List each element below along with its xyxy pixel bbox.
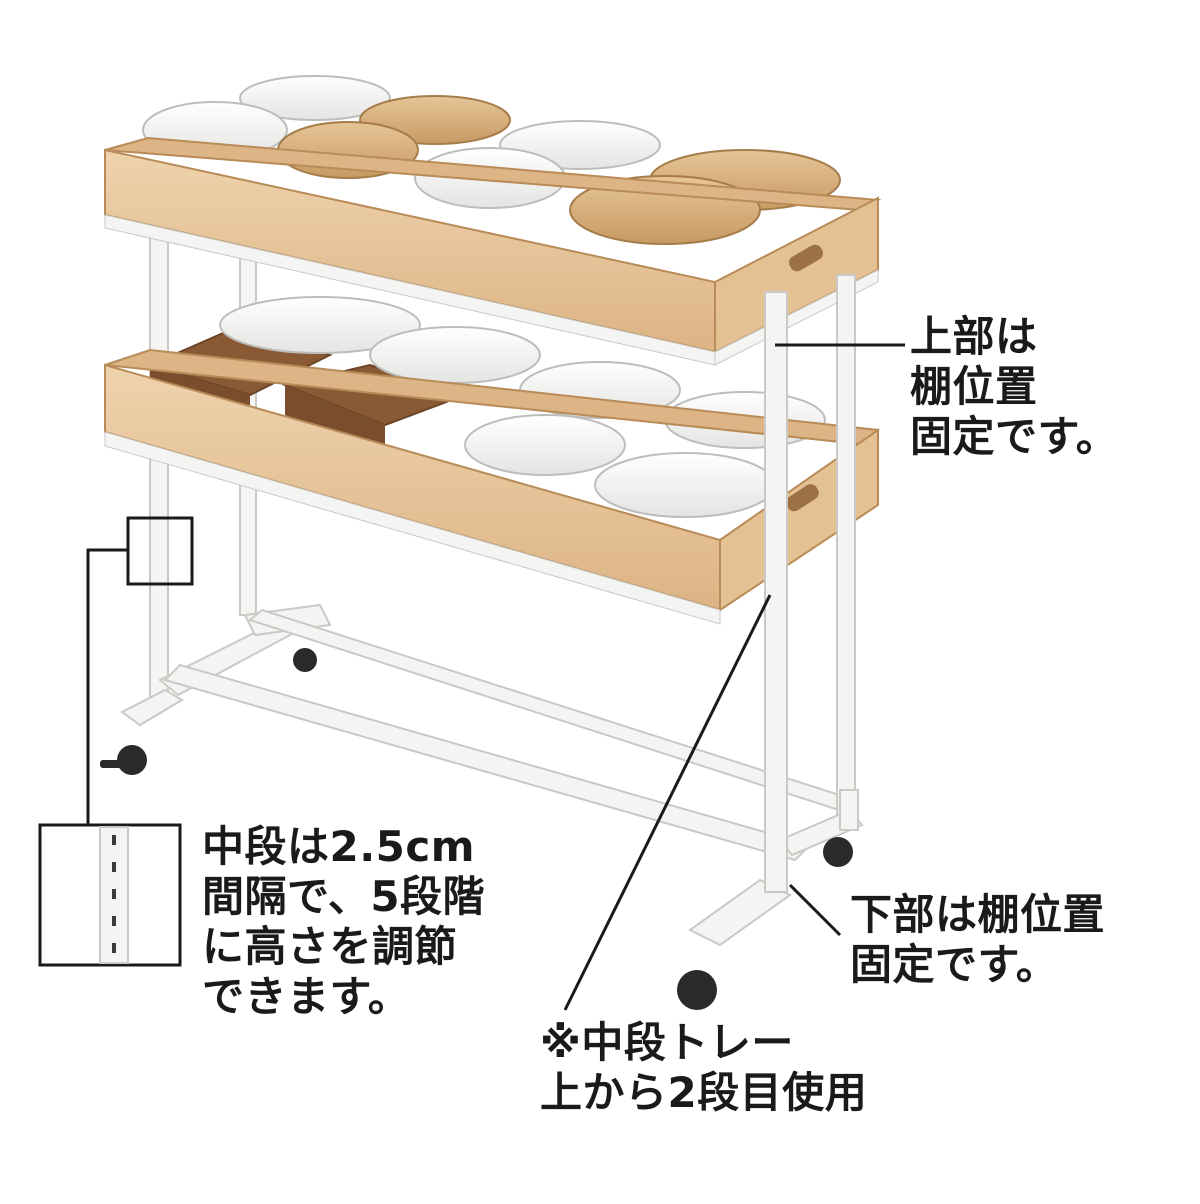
casters (100, 648, 853, 1010)
top-caption-line: 固定です。 (910, 411, 1119, 461)
middle-leader-line (86, 548, 128, 825)
top-fixed-caption: 上部は 棚位置 固定です。 (910, 312, 1118, 462)
bottom-fixed-caption: 下部は棚位置 固定です。 (850, 890, 1105, 990)
note-line: 上から2段目使用 (540, 1067, 868, 1117)
upper-tray (104, 75, 882, 366)
middle-caption-line: できます。 (202, 971, 411, 1021)
middle-caption-line: に高さを調節 (202, 921, 458, 971)
note-leader-line (563, 594, 772, 1011)
middle-adjust-caption: 中段は2.5cm 間隔で、5段階 に高さを調節 できます。 (202, 822, 485, 1022)
bottom-caption-line: 下部は棚位置 (850, 890, 1106, 939)
top-caption-line: 上部は (910, 312, 1038, 361)
right-foot (688, 878, 792, 947)
note-line: ※中段トレー (540, 1018, 794, 1067)
bottom-leader-line (788, 883, 842, 937)
middle-tray-note: ※中段トレー 上から2段目使用 (540, 1018, 867, 1118)
right-frame-front (764, 274, 859, 893)
bottom-caption-line: 固定です。 (850, 939, 1059, 989)
top-caption-line: 棚位置 (910, 361, 1038, 411)
left-front-post (149, 234, 169, 706)
lower-tray (104, 296, 880, 625)
leader-lines (86, 343, 905, 1011)
middle-caption-line: 中段は2.5cm (202, 822, 476, 871)
post-detail-inset (38, 823, 182, 967)
left-foot (120, 688, 184, 727)
middle-caption-line: 間隔で、5段階 (202, 871, 486, 921)
